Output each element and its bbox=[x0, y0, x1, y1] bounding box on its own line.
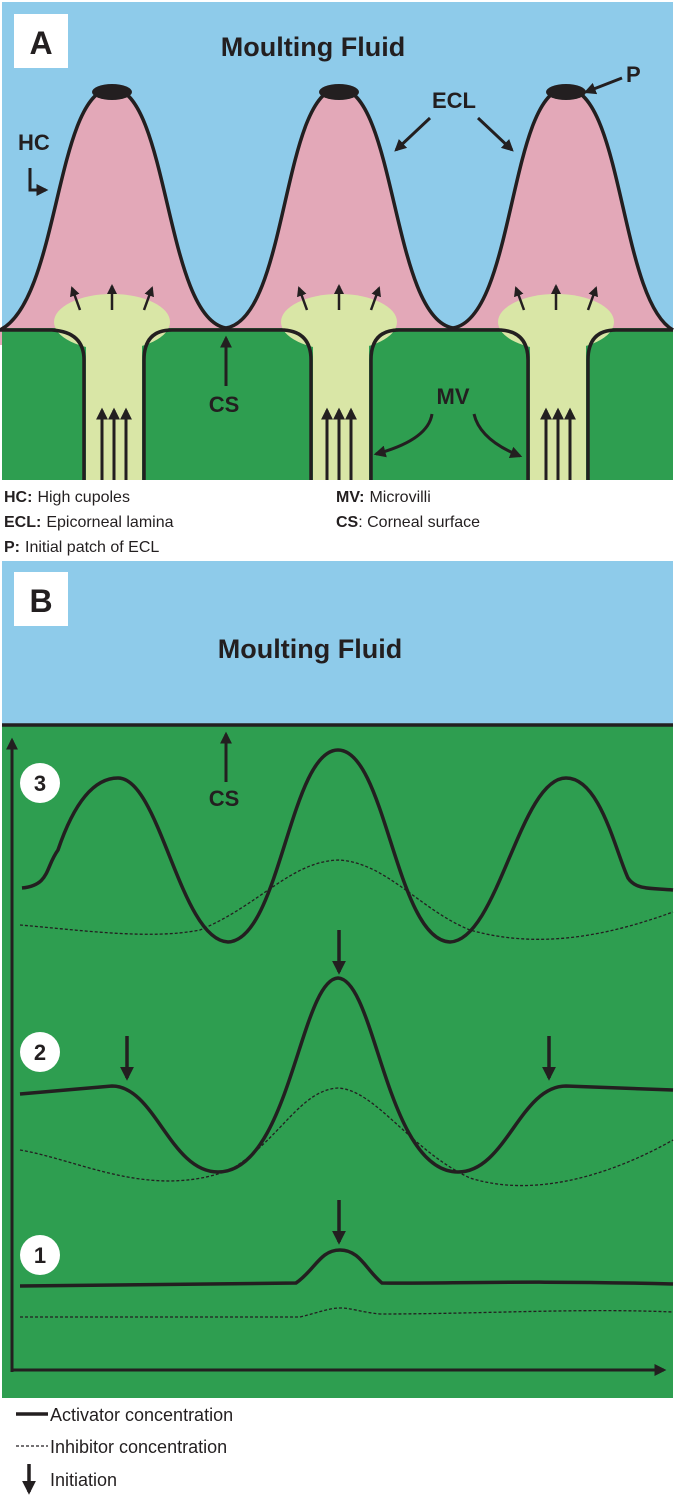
mv-arrow-right bbox=[472, 413, 523, 459]
ecl-arrow-right bbox=[476, 116, 514, 152]
legend-item-cs: CS: Corneal surface bbox=[336, 514, 480, 531]
legend-item-ecl: ECL:Epicorneal lamina bbox=[4, 514, 174, 531]
mv-label: MV bbox=[437, 384, 470, 409]
initiation-arrows bbox=[120, 930, 556, 1245]
corneal-surface-outline bbox=[0, 328, 673, 480]
secretion-arrows bbox=[70, 284, 598, 311]
inhibitor-curve-stage-3 bbox=[19, 859, 674, 940]
activator-curve-stage-2 bbox=[19, 976, 674, 1174]
inhibitor-curve-stage-2 bbox=[19, 1087, 674, 1187]
panel-a-legend: HC:High cupoles ECL:Epicorneal lamina P:… bbox=[4, 489, 480, 556]
stage-badge-1: 1 bbox=[20, 1235, 60, 1275]
inhibitor-curve-stage-1 bbox=[20, 1307, 674, 1318]
stage-number-3: 3 bbox=[34, 771, 46, 796]
cs-label: CS bbox=[209, 392, 240, 417]
moulting-fluid-region-b bbox=[2, 561, 673, 725]
ecl-label: ECL bbox=[432, 88, 476, 113]
corneal-tissue-b bbox=[2, 725, 673, 1398]
curve-key: Activator concentration Inhibitor concen… bbox=[16, 1405, 233, 1495]
panel-b-title: Moulting Fluid bbox=[218, 634, 402, 664]
key-inhibitor: Inhibitor concentration bbox=[50, 1437, 227, 1457]
microvilli bbox=[54, 294, 614, 480]
key-activator: Activator concentration bbox=[50, 1405, 233, 1425]
ecl-arrow-left bbox=[394, 116, 432, 152]
panel-a: A Moulting Fluid HC ECL P CS MV bbox=[0, 2, 674, 480]
hc-arrow bbox=[28, 168, 49, 196]
cs-label-b: CS bbox=[209, 786, 240, 811]
key-initiation: Initiation bbox=[50, 1470, 117, 1490]
hc-label: HC bbox=[18, 130, 50, 155]
panel-letter-b: B bbox=[29, 583, 52, 619]
stage-number-2: 2 bbox=[34, 1040, 46, 1065]
panel-letter-a: A bbox=[29, 25, 52, 61]
p-label: P bbox=[626, 62, 641, 87]
panel-a-title: Moulting Fluid bbox=[221, 32, 405, 62]
legend-item-mv: MV:Microvilli bbox=[336, 489, 431, 506]
high-cupoles bbox=[0, 88, 673, 345]
panel-b: B Moulting Fluid CS 3 bbox=[2, 561, 674, 1398]
initial-patch bbox=[92, 84, 586, 100]
legend-item-hc: HC:High cupoles bbox=[4, 489, 130, 506]
activator-curve-stage-1 bbox=[19, 1248, 674, 1288]
microvilli-arrows bbox=[96, 407, 576, 480]
p-arrow bbox=[583, 76, 623, 95]
stage-badge-2: 2 bbox=[20, 1032, 60, 1072]
activator-curve-stage-3 bbox=[21, 748, 674, 944]
stage-number-1: 1 bbox=[34, 1243, 46, 1268]
panel-letter-box-b bbox=[14, 572, 68, 626]
mv-arrow-left bbox=[373, 413, 434, 458]
legend-item-p: P:Initial patch of ECL bbox=[4, 539, 159, 556]
panel-letter-box-a bbox=[14, 14, 68, 68]
stage-badge-3: 3 bbox=[20, 763, 60, 803]
axes bbox=[5, 731, 667, 1376]
